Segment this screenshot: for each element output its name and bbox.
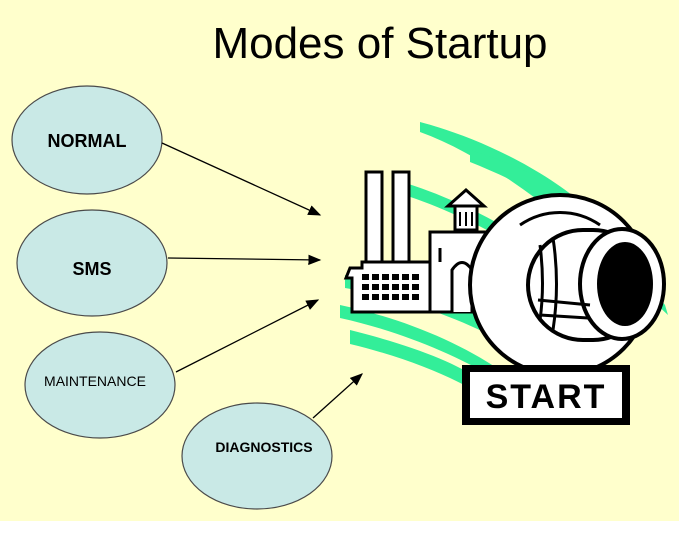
arrow-normal	[161, 142, 322, 216]
startup-modes-diagram: NORMAL SMS MAINTENANCE DIAGNOSTICS	[11, 85, 668, 510]
mode-sms: SMS	[16, 209, 168, 317]
slide-background: Modes of Startup NORMAL SMS MAINTENANCE …	[0, 0, 679, 521]
mode-normal-label: NORMAL	[48, 131, 127, 151]
mode-maintenance-label: MAINTENANCE	[44, 373, 146, 389]
mode-diagnostics-label: DIAGNOSTICS	[215, 439, 312, 455]
arrow-sms	[167, 254, 322, 266]
mode-normal: NORMAL	[11, 85, 163, 195]
arrow-maintenance	[175, 299, 320, 373]
mode-maintenance: MAINTENANCE	[24, 331, 176, 439]
arrow-diagnostics	[312, 373, 363, 419]
slide-title: Modes of Startup	[212, 19, 548, 68]
mode-diagnostics: DIAGNOSTICS	[181, 402, 333, 510]
start-sign: START	[462, 365, 630, 425]
start-sign-label: START	[486, 378, 607, 416]
factory-start-clipart	[340, 122, 668, 388]
mode-sms-label: SMS	[72, 259, 111, 279]
